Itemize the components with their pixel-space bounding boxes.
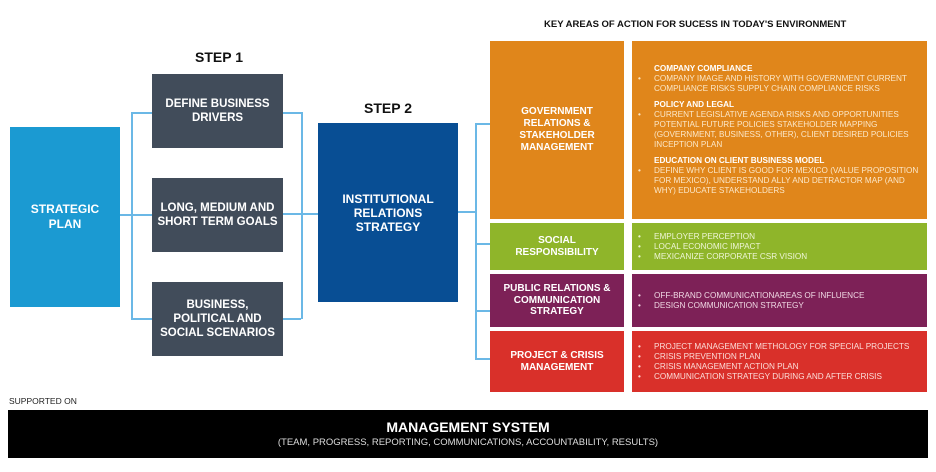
area-details-crisis: PROJECT MANAGEMENT METHOLOGY FOR SPECIAL… [632, 331, 927, 392]
connector [131, 112, 133, 319]
supported-on-label: SUPPORTED ON [9, 396, 77, 406]
area-box-crisis: PROJECT & CRISIS MANAGEMENT [490, 331, 624, 392]
area-box-social: SOCIAL RESPONSIBILITY [490, 223, 624, 270]
bullet-item: DESIGN COMMUNICATION STRATEGY [638, 301, 927, 311]
area-name: PROJECT & CRISIS MANAGEMENT [510, 349, 604, 373]
connector [475, 358, 490, 360]
bullet-item: EMPLOYER PERCEPTION [638, 232, 927, 242]
group-heading: EDUCATION ON CLIENT BUSINESS MODEL [654, 156, 825, 165]
bullet-item: CRISIS PREVENTION PLAN [638, 352, 927, 362]
bullet-item: LOCAL ECONOMIC IMPACT [638, 242, 927, 252]
management-subtitle: (TEAM, PROGRESS, REPORTING, COMMUNICATIO… [277, 437, 659, 448]
strategic-plan-box: STRATEGIC PLAN [10, 127, 120, 307]
connector [283, 213, 318, 215]
area-details-government: COMPANY COMPLIANCE COMPANY IMAGE AND HIS… [632, 41, 927, 219]
bullet-item: COMMUNICATION STRATEGY DURING AND AFTER … [638, 372, 927, 382]
area-details-social: EMPLOYER PERCEPTION LOCAL ECONOMIC IMPAC… [632, 223, 927, 270]
area-box-public-relations: PUBLIC RELATIONS & COMMUNICATION STRATEG… [490, 274, 624, 327]
area-box-government: GOVERNMENT RELATIONS & STAKEHOLDER MANAG… [490, 41, 624, 219]
step2-box-label: INSTITUTIONAL RELATIONS STRATEGY [342, 191, 434, 234]
connector [283, 318, 301, 320]
bullet-item: PROJECT MANAGEMENT METHOLOGY FOR SPECIAL… [638, 342, 927, 352]
group-heading: POLICY AND LEGAL [654, 100, 735, 109]
management-title: MANAGEMENT SYSTEM [386, 419, 550, 435]
area-name: PUBLIC RELATIONS & COMMUNICATION STRATEG… [503, 283, 611, 318]
bullet-item: DEFINE WHY CLIENT IS GOOD FOR MEXICO (VA… [638, 166, 927, 196]
connector [283, 112, 301, 114]
step1-box: DEFINE BUSINESS DRIVERS [152, 74, 283, 148]
step1-box: BUSINESS, POLITICAL AND SOCIAL SCENARIOS [152, 282, 283, 356]
management-system-bar: MANAGEMENT SYSTEM (TEAM, PROGRESS, REPOR… [8, 410, 928, 458]
bullet-item: CURRENT LEGISLATIVE AGENDA RISKS AND OPP… [638, 110, 927, 150]
bullet-item: MEXICANIZE CORPORATE CSR VISION [638, 252, 927, 262]
step1-box: LONG, MEDIUM AND SHORT TERM GOALS [152, 178, 283, 252]
area-name: GOVERNMENT RELATIONS & STAKEHOLDER MANAG… [519, 106, 595, 153]
connector [458, 211, 475, 213]
area-name: SOCIAL RESPONSIBILITY [515, 234, 599, 258]
step2-label: STEP 2 [364, 100, 412, 116]
connector [131, 112, 152, 114]
connector [120, 214, 152, 216]
step1-item-label: LONG, MEDIUM AND SHORT TERM GOALS [157, 202, 278, 228]
step2-box: INSTITUTIONAL RELATIONS STRATEGY [318, 123, 458, 302]
connector [475, 310, 490, 312]
connector [131, 318, 152, 320]
bullet-item: OFF-BRAND COMMUNICATIONAREAS OF INFLUENC… [638, 291, 927, 301]
strategic-plan-label: STRATEGIC PLAN [30, 202, 100, 231]
bullet-item: CRISIS MANAGEMENT ACTION PLAN [638, 362, 927, 372]
step1-item-label: BUSINESS, POLITICAL AND SOCIAL SCENARIOS [160, 299, 275, 339]
step1-label: STEP 1 [195, 49, 243, 65]
group-heading: COMPANY COMPLIANCE [654, 64, 753, 73]
connector [475, 123, 477, 359]
key-areas-title: KEY AREAS OF ACTION FOR SUCESS IN TODAY'… [544, 19, 847, 30]
connector [301, 112, 303, 319]
connector [475, 123, 490, 125]
step1-item-label: DEFINE BUSINESS DRIVERS [165, 98, 270, 124]
area-details-public-relations: OFF-BRAND COMMUNICATIONAREAS OF INFLUENC… [632, 274, 927, 327]
bullet-item: COMPANY IMAGE AND HISTORY WITH GOVERNMEN… [638, 74, 927, 94]
connector [475, 243, 490, 245]
